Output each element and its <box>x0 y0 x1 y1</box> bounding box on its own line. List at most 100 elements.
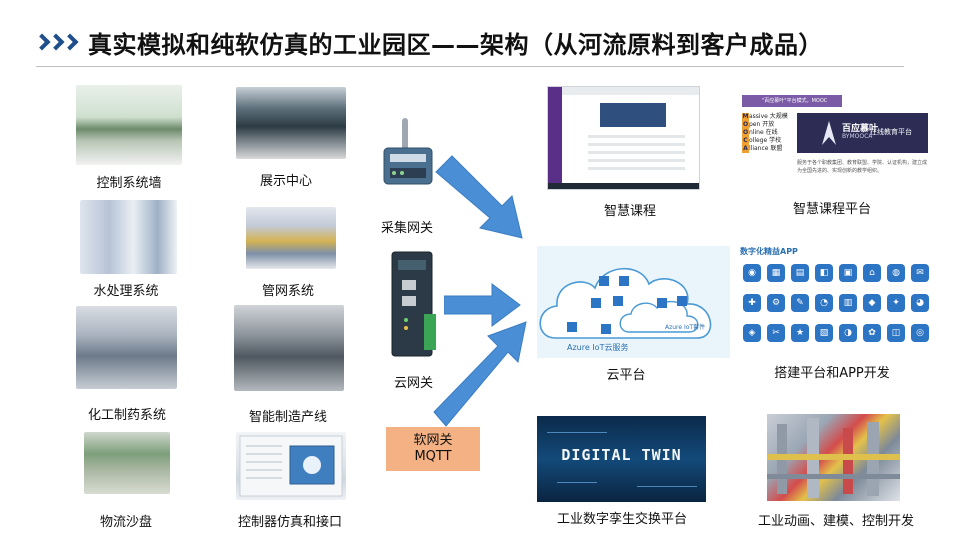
display-center-photo <box>236 87 346 159</box>
app-icon: ★ <box>791 324 809 342</box>
soft-gateway-protocol: MQTT <box>414 449 452 464</box>
water-treatment-caption: 水处理系统 <box>93 284 159 299</box>
app-cell: ◈ <box>740 324 764 354</box>
app-icon: ▦ <box>767 264 785 282</box>
cloud-suite-label: Azure IoT套件 <box>665 324 706 331</box>
water-treatment-photo <box>80 200 177 274</box>
app-icon: ◍ <box>887 264 905 282</box>
app-icon: ▤ <box>791 264 809 282</box>
controller-screen-icon <box>239 435 343 497</box>
collect-gateway-caption: 采集网关 <box>381 221 434 236</box>
app-cell: ✉ <box>908 264 932 294</box>
digital-twin-platform-caption: 工业数字孪生交换平台 <box>556 512 687 527</box>
app-icon: ✎ <box>791 294 809 312</box>
cloud-service-label: Azure IoT云服务 <box>567 343 629 352</box>
soft-gateway-box: 软网关 MQTT <box>386 427 480 471</box>
app-icon: ◈ <box>743 324 761 342</box>
app-cell: ⌂ <box>860 264 884 294</box>
smart-course-caption: 智慧课程 <box>603 204 656 219</box>
chem-pharma-photo <box>76 306 177 389</box>
mooc-band-text: "百应慕叶"平台模式，MOOC <box>742 95 842 107</box>
app-cell: ▥ <box>836 294 860 324</box>
control-wall-caption: 控制系统墙 <box>96 176 162 191</box>
cloud-platform-caption: 云平台 <box>606 368 646 383</box>
arrow-up-right-icon <box>435 155 523 239</box>
smart-manufacturing-photo <box>234 305 344 391</box>
app-icon: ✦ <box>887 294 905 312</box>
app-cell: ✚ <box>740 294 764 324</box>
smart-course-screenshot <box>547 86 700 190</box>
pipe-network-caption: 管网系统 <box>261 284 314 299</box>
app-cell: ✎ <box>788 294 812 324</box>
app-icon: ▥ <box>839 294 857 312</box>
controller-sim-photo <box>236 432 346 500</box>
mooc-logo-panel <box>797 113 928 153</box>
cloud-icon <box>539 267 712 339</box>
app-icon: ◎ <box>911 324 929 342</box>
app-icon: ◫ <box>887 324 905 342</box>
app-cell: ◑ <box>836 324 860 354</box>
app-icon: ◉ <box>743 264 761 282</box>
app-icon: ◑ <box>839 324 857 342</box>
page-title: 真实模拟和纯软仿真的工业园区——架构（从河流原料到客户成品） <box>88 30 823 59</box>
display-center-caption: 展示中心 <box>259 174 312 189</box>
app-icon: ⌂ <box>863 264 881 282</box>
app-cell: ◧ <box>812 264 836 294</box>
app-cell: ◎ <box>908 324 932 354</box>
apps-grid-image: 数字化精益APP ◉ ▦ ▤ ◧ ▣ ⌂ ◍ ✉ ✚ ⚙ ✎ ◔ ▥ ◆ ✦ ◕ ◈ ✂ ★ ▧ ◑ ✿ ◫ ◎ <box>740 246 940 358</box>
app-cell: ◍ <box>884 264 908 294</box>
mooc-platform-text: 在线教育平台 <box>870 128 912 136</box>
industrial-animation-image <box>767 414 900 501</box>
arrow-down-right-icon <box>433 321 527 427</box>
digital-twin-image: DIGITAL TWIN <box>537 416 706 502</box>
app-icon-grid: ◉ ▦ ▤ ◧ ▣ ⌂ ◍ ✉ ✚ ⚙ ✎ ◔ ▥ ◆ ✦ ◕ ◈ ✂ ★ ▧ ◑ ✿ ◫ ◎ <box>740 264 932 354</box>
app-cell: ✿ <box>860 324 884 354</box>
animation-dev-caption: 工业动画、建模、控制开发 <box>757 514 914 529</box>
chem-pharma-caption: 化工制药系统 <box>87 408 166 423</box>
app-icon: ◔ <box>815 294 833 312</box>
title-bar: 真实模拟和纯软仿真的工业园区——架构（从河流原料到客户成品） <box>33 22 823 62</box>
app-cell: ◕ <box>908 294 932 324</box>
app-icon: ▧ <box>815 324 833 342</box>
app-cell: ◆ <box>860 294 884 324</box>
app-cell: ⚙ <box>764 294 788 324</box>
app-icon: ✂ <box>767 324 785 342</box>
app-icon: ▣ <box>839 264 857 282</box>
control-wall-photo <box>76 85 182 165</box>
mooc-platform-image: "百应慕叶"平台模式，MOOC Massive 大规模 Open 开放 Onli… <box>742 95 928 187</box>
logistics-sandtable-photo <box>84 432 170 494</box>
app-cell: ◔ <box>812 294 836 324</box>
mooc-description: 服务于各个职教集团、教育联盟、学院、认证机构，建立成为全国先进的、实现创新的教学… <box>797 160 928 174</box>
app-icon: ✚ <box>743 294 761 312</box>
smart-course-platform-caption: 智慧课程平台 <box>792 202 871 217</box>
cloud-platform-image: Azure IoT套件 Azure IoT云服务 <box>537 246 730 358</box>
app-icon: ◕ <box>911 294 929 312</box>
app-cell: ▧ <box>812 324 836 354</box>
app-cell: ▤ <box>788 264 812 294</box>
cloud-gateway-icon <box>391 251 436 357</box>
app-icon: ✉ <box>911 264 929 282</box>
app-icon: ⚙ <box>767 294 785 312</box>
pipe-network-photo <box>246 207 336 269</box>
mooc-logo-icon <box>822 121 836 145</box>
app-cell: ✂ <box>764 324 788 354</box>
mooc-logo-en: BYMOOCA <box>842 133 873 140</box>
controller-sim-caption: 控制器仿真和接口 <box>237 515 342 530</box>
collect-gateway-icon <box>383 118 433 185</box>
app-icon: ◧ <box>815 264 833 282</box>
pipes-model-icon <box>767 418 900 498</box>
app-cell: ◫ <box>884 324 908 354</box>
mooc-logo-text: 百应慕叶 <box>842 124 879 134</box>
soft-gateway-label: 软网关 <box>413 433 453 448</box>
cloud-gateway-caption: 云网关 <box>394 376 434 391</box>
app-cell: ▦ <box>764 264 788 294</box>
apps-title: 数字化精益APP <box>740 247 798 256</box>
mooc-acronym: Massive 大规模 Open 开放 Online 在线 College 学校… <box>742 113 788 153</box>
logistics-sandtable-caption: 物流沙盘 <box>99 515 152 530</box>
app-cell: ▣ <box>836 264 860 294</box>
app-cell: ✦ <box>884 294 908 324</box>
app-cell: ◉ <box>740 264 764 294</box>
app-icon: ✿ <box>863 324 881 342</box>
app-icon: ◆ <box>863 294 881 312</box>
app-cell: ★ <box>788 324 812 354</box>
